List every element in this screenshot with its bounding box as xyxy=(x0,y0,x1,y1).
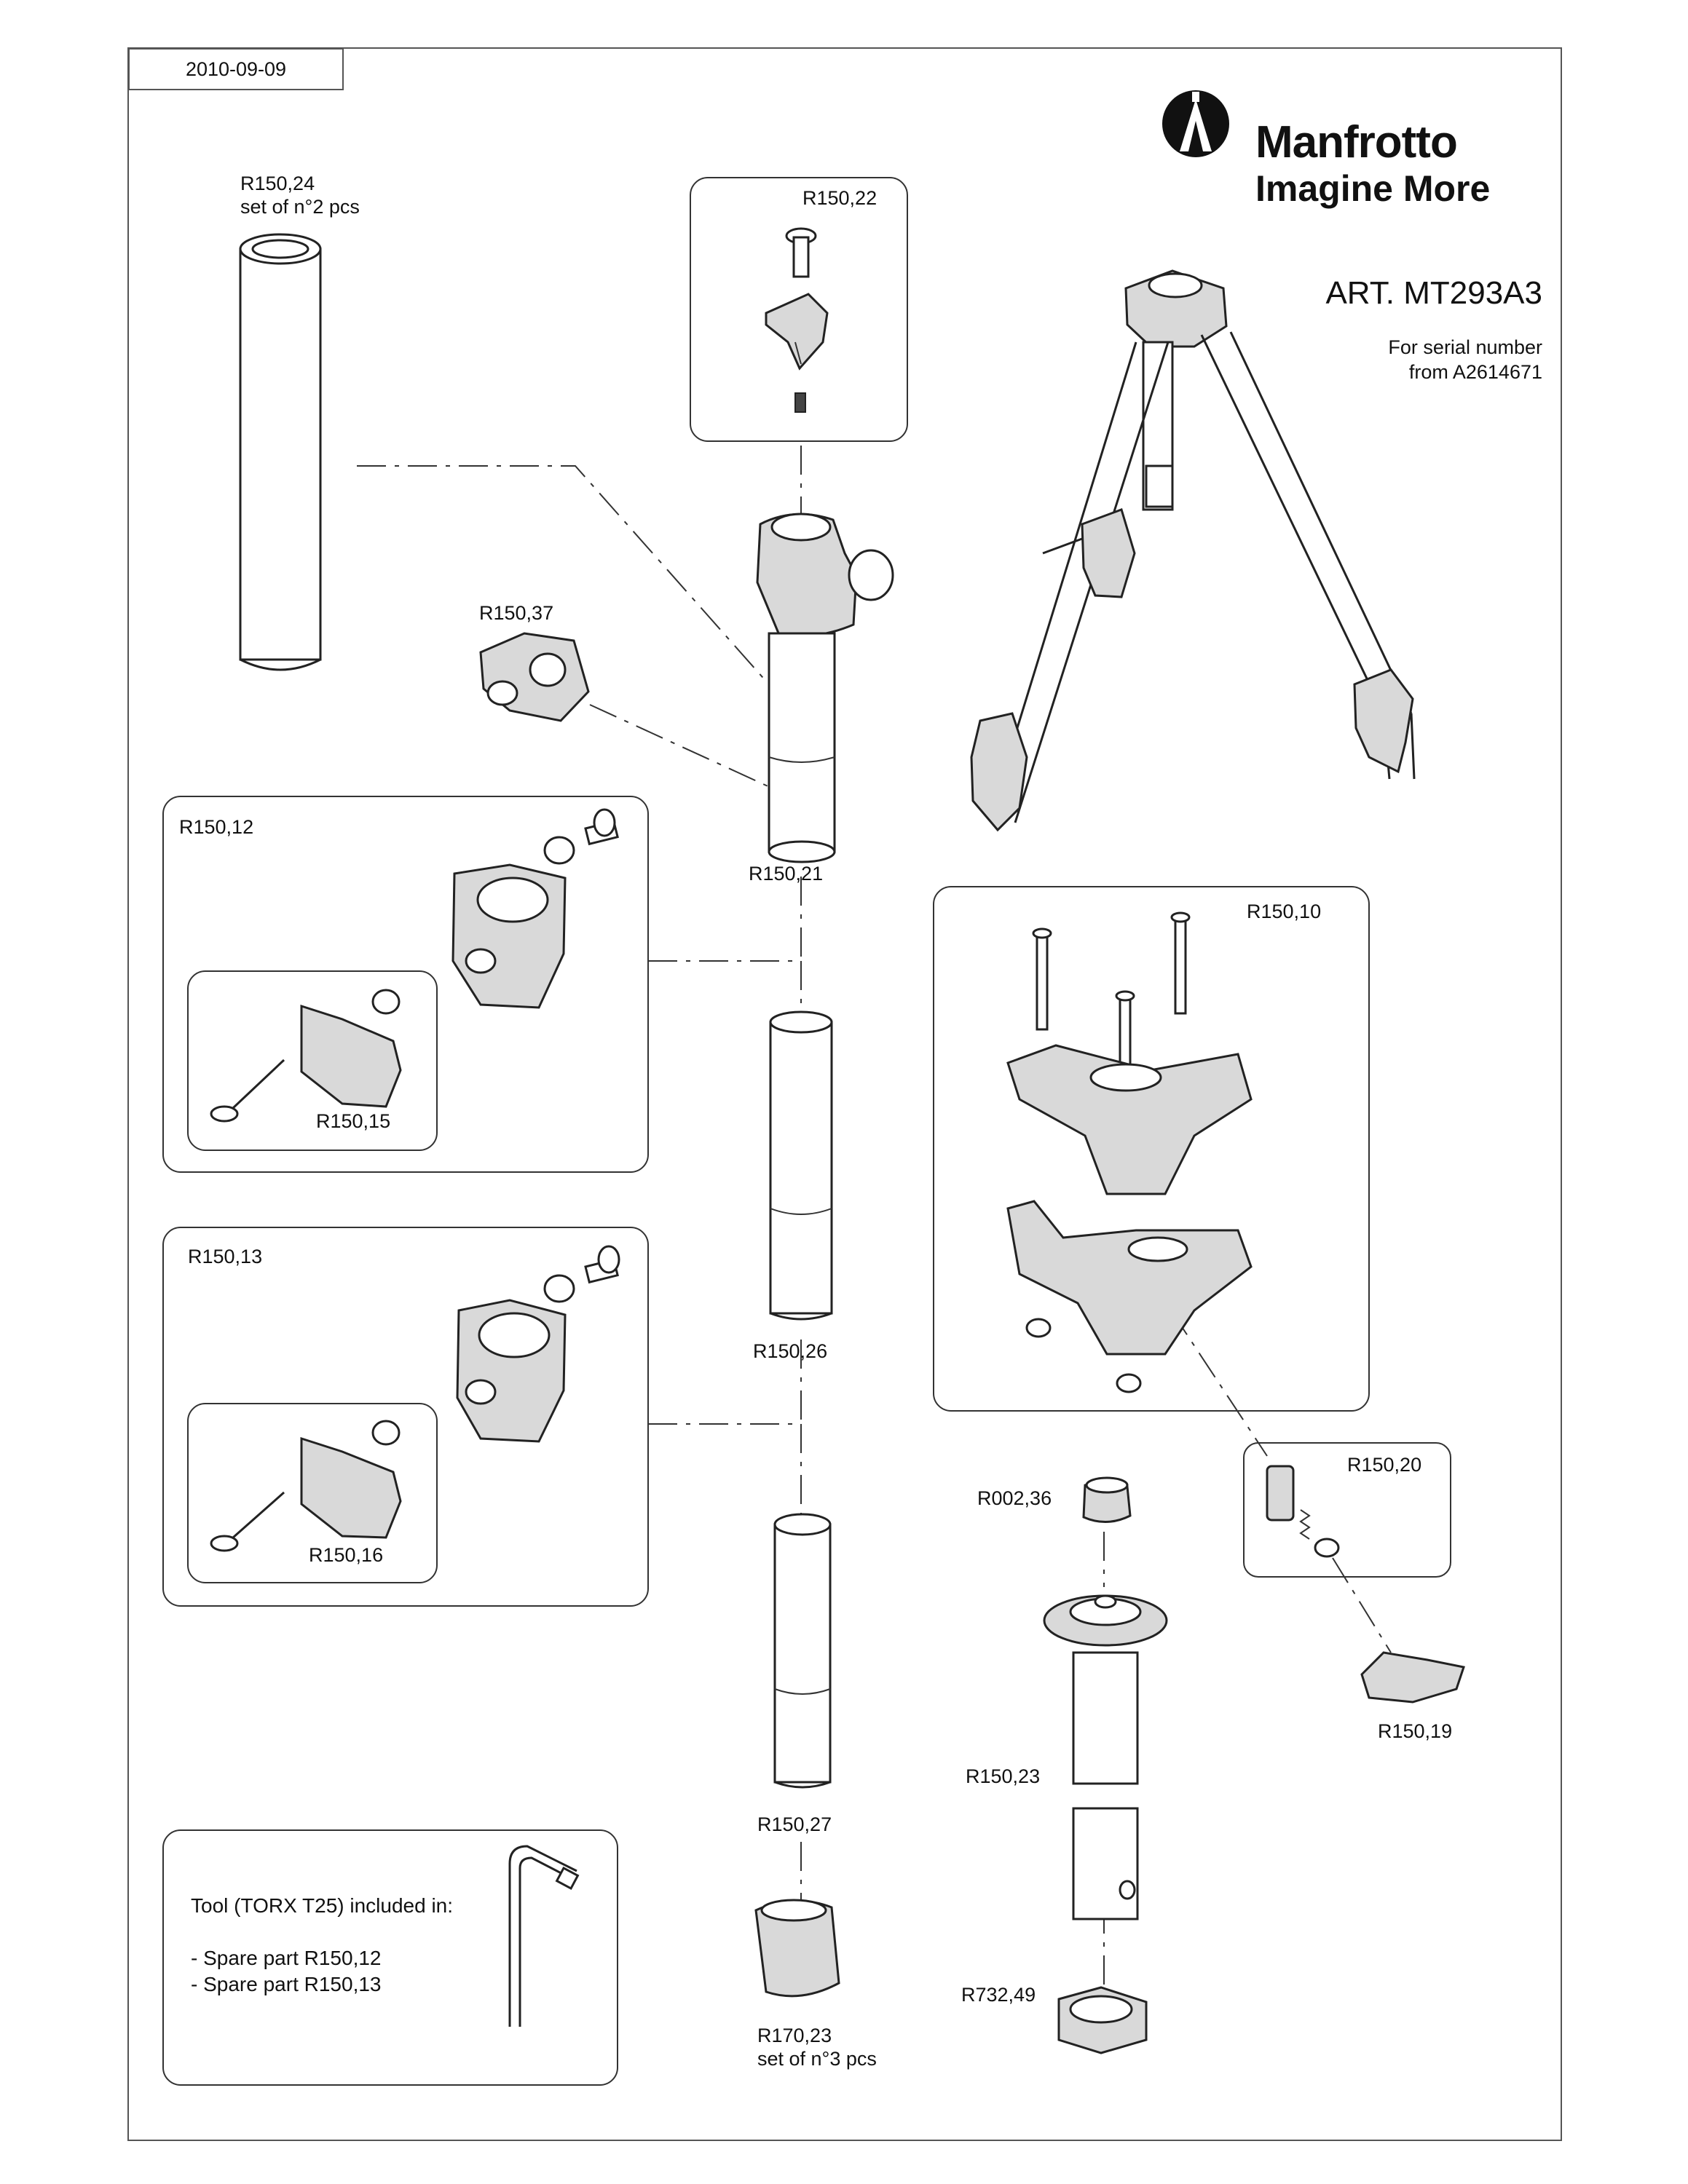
frame-tool xyxy=(162,1829,618,2086)
brand-slogan: Imagine More xyxy=(1255,168,1491,209)
manfrotto-logo-icon xyxy=(1162,90,1229,157)
label-r150-23: R150,23 xyxy=(966,1765,1041,1787)
label-r150-26: R150,26 xyxy=(753,1340,828,1362)
frame-r150-10 xyxy=(933,886,1370,1412)
part-r150-15-lever xyxy=(210,989,402,1123)
serial-line-1: For serial number xyxy=(1388,336,1542,358)
part-r150-10-spider xyxy=(1006,911,1253,1393)
part-r150-19-pedal xyxy=(1360,1651,1465,1704)
label-r150-22: R150,22 xyxy=(802,187,877,209)
label-r732-49: R732,49 xyxy=(961,1984,1036,2006)
frame-r150-15 xyxy=(187,970,438,1151)
label-r150-13: R150,13 xyxy=(188,1246,263,1267)
label-r150-27: R150,27 xyxy=(757,1813,832,1835)
date-box: 2010-09-09 xyxy=(128,48,344,90)
label-r002-36: R002,36 xyxy=(977,1487,1052,1509)
page-frame xyxy=(127,47,1562,2141)
part-r150-24-tube xyxy=(239,233,322,671)
date-label: 2010-09-09 xyxy=(185,58,287,80)
frame-r150-16 xyxy=(187,1403,438,1583)
frame-r150-22 xyxy=(690,177,908,442)
label-r150-15: R150,15 xyxy=(316,1110,391,1132)
frame-r150-12 xyxy=(162,796,649,1173)
torx-key-icon xyxy=(508,1845,580,2027)
tool-note: Tool (TORX T25) included in: - Spare par… xyxy=(191,1893,453,1998)
part-r150-13-clamp xyxy=(456,1245,620,1443)
label-r150-19: R150,19 xyxy=(1378,1720,1453,1742)
part-r150-16-lever xyxy=(210,1420,402,1552)
label-r150-24: R150,24 set of n°2 pcs xyxy=(240,172,360,218)
label-r170-23: R170,23 set of n°3 pcs xyxy=(757,2024,877,2070)
label-r150-24-code: R150,24 xyxy=(240,173,315,194)
label-r150-37: R150,37 xyxy=(479,602,554,624)
label-r170-23-note: set of n°3 pcs xyxy=(757,2048,877,2070)
label-r150-21: R150,21 xyxy=(749,863,824,885)
label-r150-10: R150,10 xyxy=(1247,901,1322,922)
frame-r150-20 xyxy=(1243,1442,1451,1578)
part-r150-23-center-column xyxy=(1043,1594,1168,1920)
article-number: ART. MT293A3 xyxy=(1325,275,1542,311)
tool-note-line-1: Tool (TORX T25) included in: xyxy=(191,1894,454,1917)
label-r170-23-code: R170,23 xyxy=(757,2025,832,2046)
serial-note: For serial number from A2614671 xyxy=(1388,335,1542,384)
part-r170-23-foot xyxy=(754,1899,840,1998)
label-r150-16: R150,16 xyxy=(309,1544,384,1566)
part-r150-27-tube xyxy=(773,1513,832,1789)
tool-note-line-3: - Spare part R150,13 xyxy=(191,1973,382,1995)
tool-note-line-2: - Spare part R150,12 xyxy=(191,1947,382,1969)
label-r150-12: R150,12 xyxy=(179,816,254,838)
part-r150-26-tube xyxy=(769,1010,833,1321)
part-r150-22 xyxy=(765,227,829,413)
frame-r150-13 xyxy=(162,1227,649,1607)
part-r150-12-clamp xyxy=(451,808,619,1009)
brand-name: Manfrotto xyxy=(1255,117,1458,167)
label-r150-20: R150,20 xyxy=(1347,1454,1422,1476)
serial-line-2: from A2614671 xyxy=(1408,361,1542,383)
part-r002-36-knob xyxy=(1082,1476,1132,1524)
part-r150-37-clamp xyxy=(479,632,590,722)
part-r150-20-latch xyxy=(1266,1465,1340,1558)
part-r150-21-column xyxy=(756,513,894,863)
part-r732-49-ring xyxy=(1057,1986,1148,2054)
tripod-overview-illustration xyxy=(970,269,1416,832)
label-r150-24-note: set of n°2 pcs xyxy=(240,196,360,218)
